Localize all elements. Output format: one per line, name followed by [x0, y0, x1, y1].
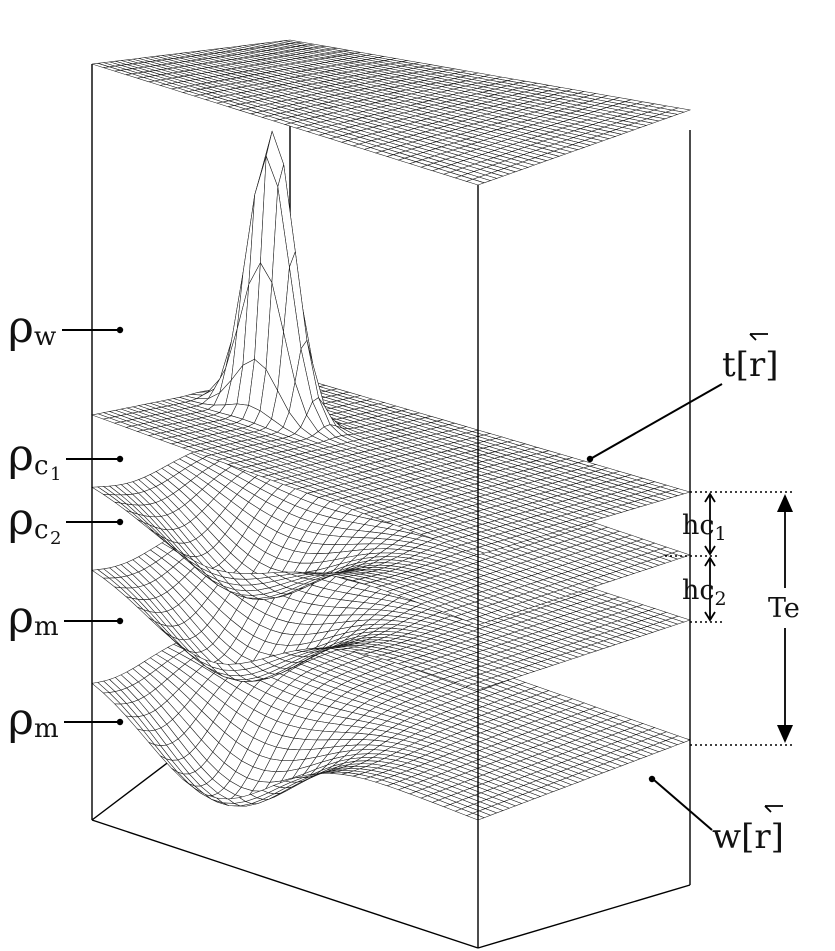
- te-label: Te: [768, 593, 800, 624]
- hc2-label: hc2: [682, 575, 727, 610]
- box-front-edges: [91, 64, 691, 949]
- thickness-dimensions: hc1 hc2 Te: [665, 491, 800, 746]
- topography-surface: [90, 130, 691, 556]
- topography-label: t[r]: [586, 333, 778, 463]
- hc1-label: hc1: [682, 510, 727, 545]
- layer-label-rho-w: ρ w: [8, 302, 124, 353]
- layer-label-rho-m-lower: ρ m: [8, 694, 124, 745]
- mesh-surfaces: [90, 39, 692, 821]
- deflection-label: w[r]: [648, 775, 784, 857]
- layer-label-rho-c1: ρ c 1: [8, 430, 124, 485]
- layer-label-rho-m-upper: ρ m: [8, 592, 124, 643]
- layer-label-rho-c2: ρ c 2: [8, 494, 124, 549]
- water-surface: [91, 39, 692, 186]
